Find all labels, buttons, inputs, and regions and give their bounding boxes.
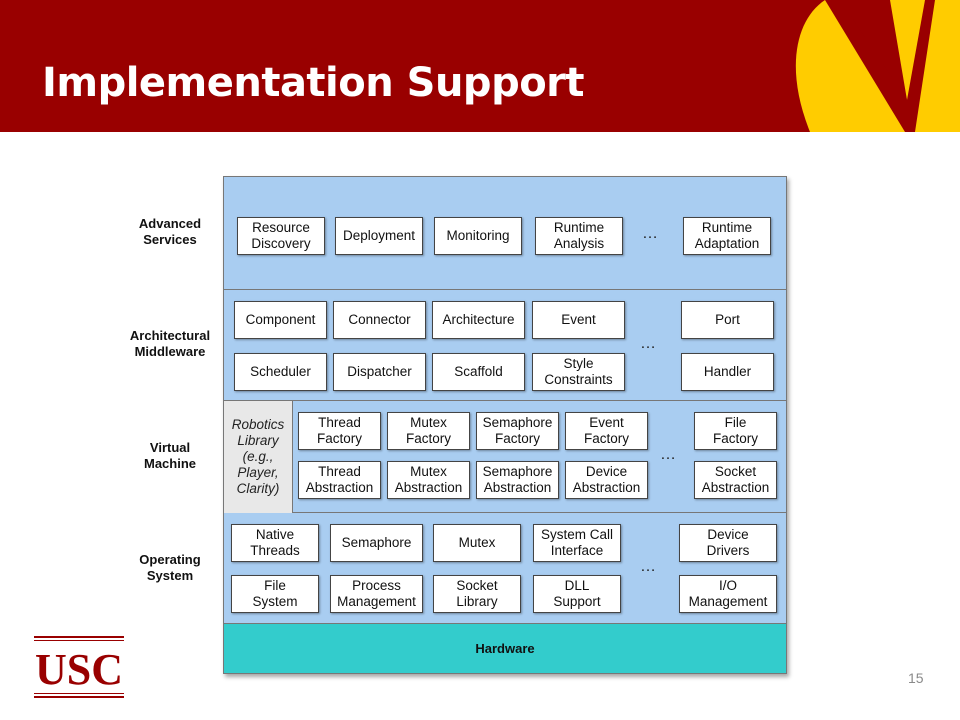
ellipsis: … xyxy=(660,446,678,463)
box-device-abstraction: Device Abstraction xyxy=(565,461,648,499)
hardware-layer: Hardware xyxy=(224,624,786,673)
box-io-management: I/O Management xyxy=(679,575,777,613)
box-monitoring: Monitoring xyxy=(434,217,522,255)
box-scheduler: Scheduler xyxy=(234,353,327,391)
slide-header: Implementation Support xyxy=(0,0,960,132)
box-semaphore-factory: Semaphore Factory xyxy=(476,412,559,450)
box-component: Component xyxy=(234,301,327,339)
ellipsis: … xyxy=(640,335,658,352)
ellipsis: … xyxy=(642,225,660,242)
layer-operating-system: Native Threads Semaphore Mutex System Ca… xyxy=(224,513,786,624)
box-semaphore-abstraction: Semaphore Abstraction xyxy=(476,461,559,499)
gold-v-logo xyxy=(795,0,960,132)
box-resource-discovery: Resource Discovery xyxy=(237,217,325,255)
usc-logo-text: USC xyxy=(35,645,123,694)
box-thread-factory: Thread Factory xyxy=(298,412,381,450)
box-runtime-analysis: Runtime Analysis xyxy=(535,217,623,255)
box-socket-library: Socket Library xyxy=(433,575,521,613)
slide-title: Implementation Support xyxy=(42,60,585,106)
box-socket-abstraction: Socket Abstraction xyxy=(694,461,777,499)
box-mutex-abstraction: Mutex Abstraction xyxy=(387,461,470,499)
label-architectural-middleware: Architectural Middleware xyxy=(129,328,211,359)
label-operating-system: Operating System xyxy=(139,552,201,583)
box-device-drivers: Device Drivers xyxy=(679,524,777,562)
box-port: Port xyxy=(681,301,774,339)
box-mutex-factory: Mutex Factory xyxy=(387,412,470,450)
box-event: Event xyxy=(532,301,625,339)
box-connector: Connector xyxy=(333,301,426,339)
layer-advanced-services: Resource Discovery Deployment Monitoring… xyxy=(224,177,786,290)
box-thread-abstraction: Thread Abstraction xyxy=(298,461,381,499)
box-semaphore: Semaphore xyxy=(330,524,423,562)
box-event-factory: Event Factory xyxy=(565,412,648,450)
box-system-call-interface: System Call Interface xyxy=(533,524,621,562)
box-dispatcher: Dispatcher xyxy=(333,353,426,391)
layer-architectural-middleware: Component Connector Architecture Event P… xyxy=(224,290,786,401)
usc-logo: USC xyxy=(34,636,124,698)
box-deployment: Deployment xyxy=(335,217,423,255)
box-dll-support: DLL Support xyxy=(533,575,621,613)
box-runtime-adaptation: Runtime Adaptation xyxy=(683,217,771,255)
robotics-library-box: Robotics Library (e.g., Player, Clarity) xyxy=(224,401,293,513)
label-advanced-services: Advanced Services xyxy=(138,216,202,247)
box-file-system: File System xyxy=(231,575,319,613)
box-scaffold: Scaffold xyxy=(432,353,525,391)
box-native-threads: Native Threads xyxy=(231,524,319,562)
layer-virtual-machine: Thread Factory Mutex Factory Semaphore F… xyxy=(224,401,786,513)
box-handler: Handler xyxy=(681,353,774,391)
label-virtual-machine: Virtual Machine xyxy=(143,440,196,471)
box-style-constraints: Style Constraints xyxy=(532,353,625,391)
box-architecture: Architecture xyxy=(432,301,525,339)
architecture-diagram: Resource Discovery Deployment Monitoring… xyxy=(223,176,787,674)
page-number: 15 xyxy=(908,670,924,686)
ellipsis: … xyxy=(640,558,658,575)
box-process-management: Process Management xyxy=(330,575,423,613)
box-mutex: Mutex xyxy=(433,524,521,562)
box-file-factory: File Factory xyxy=(694,412,777,450)
